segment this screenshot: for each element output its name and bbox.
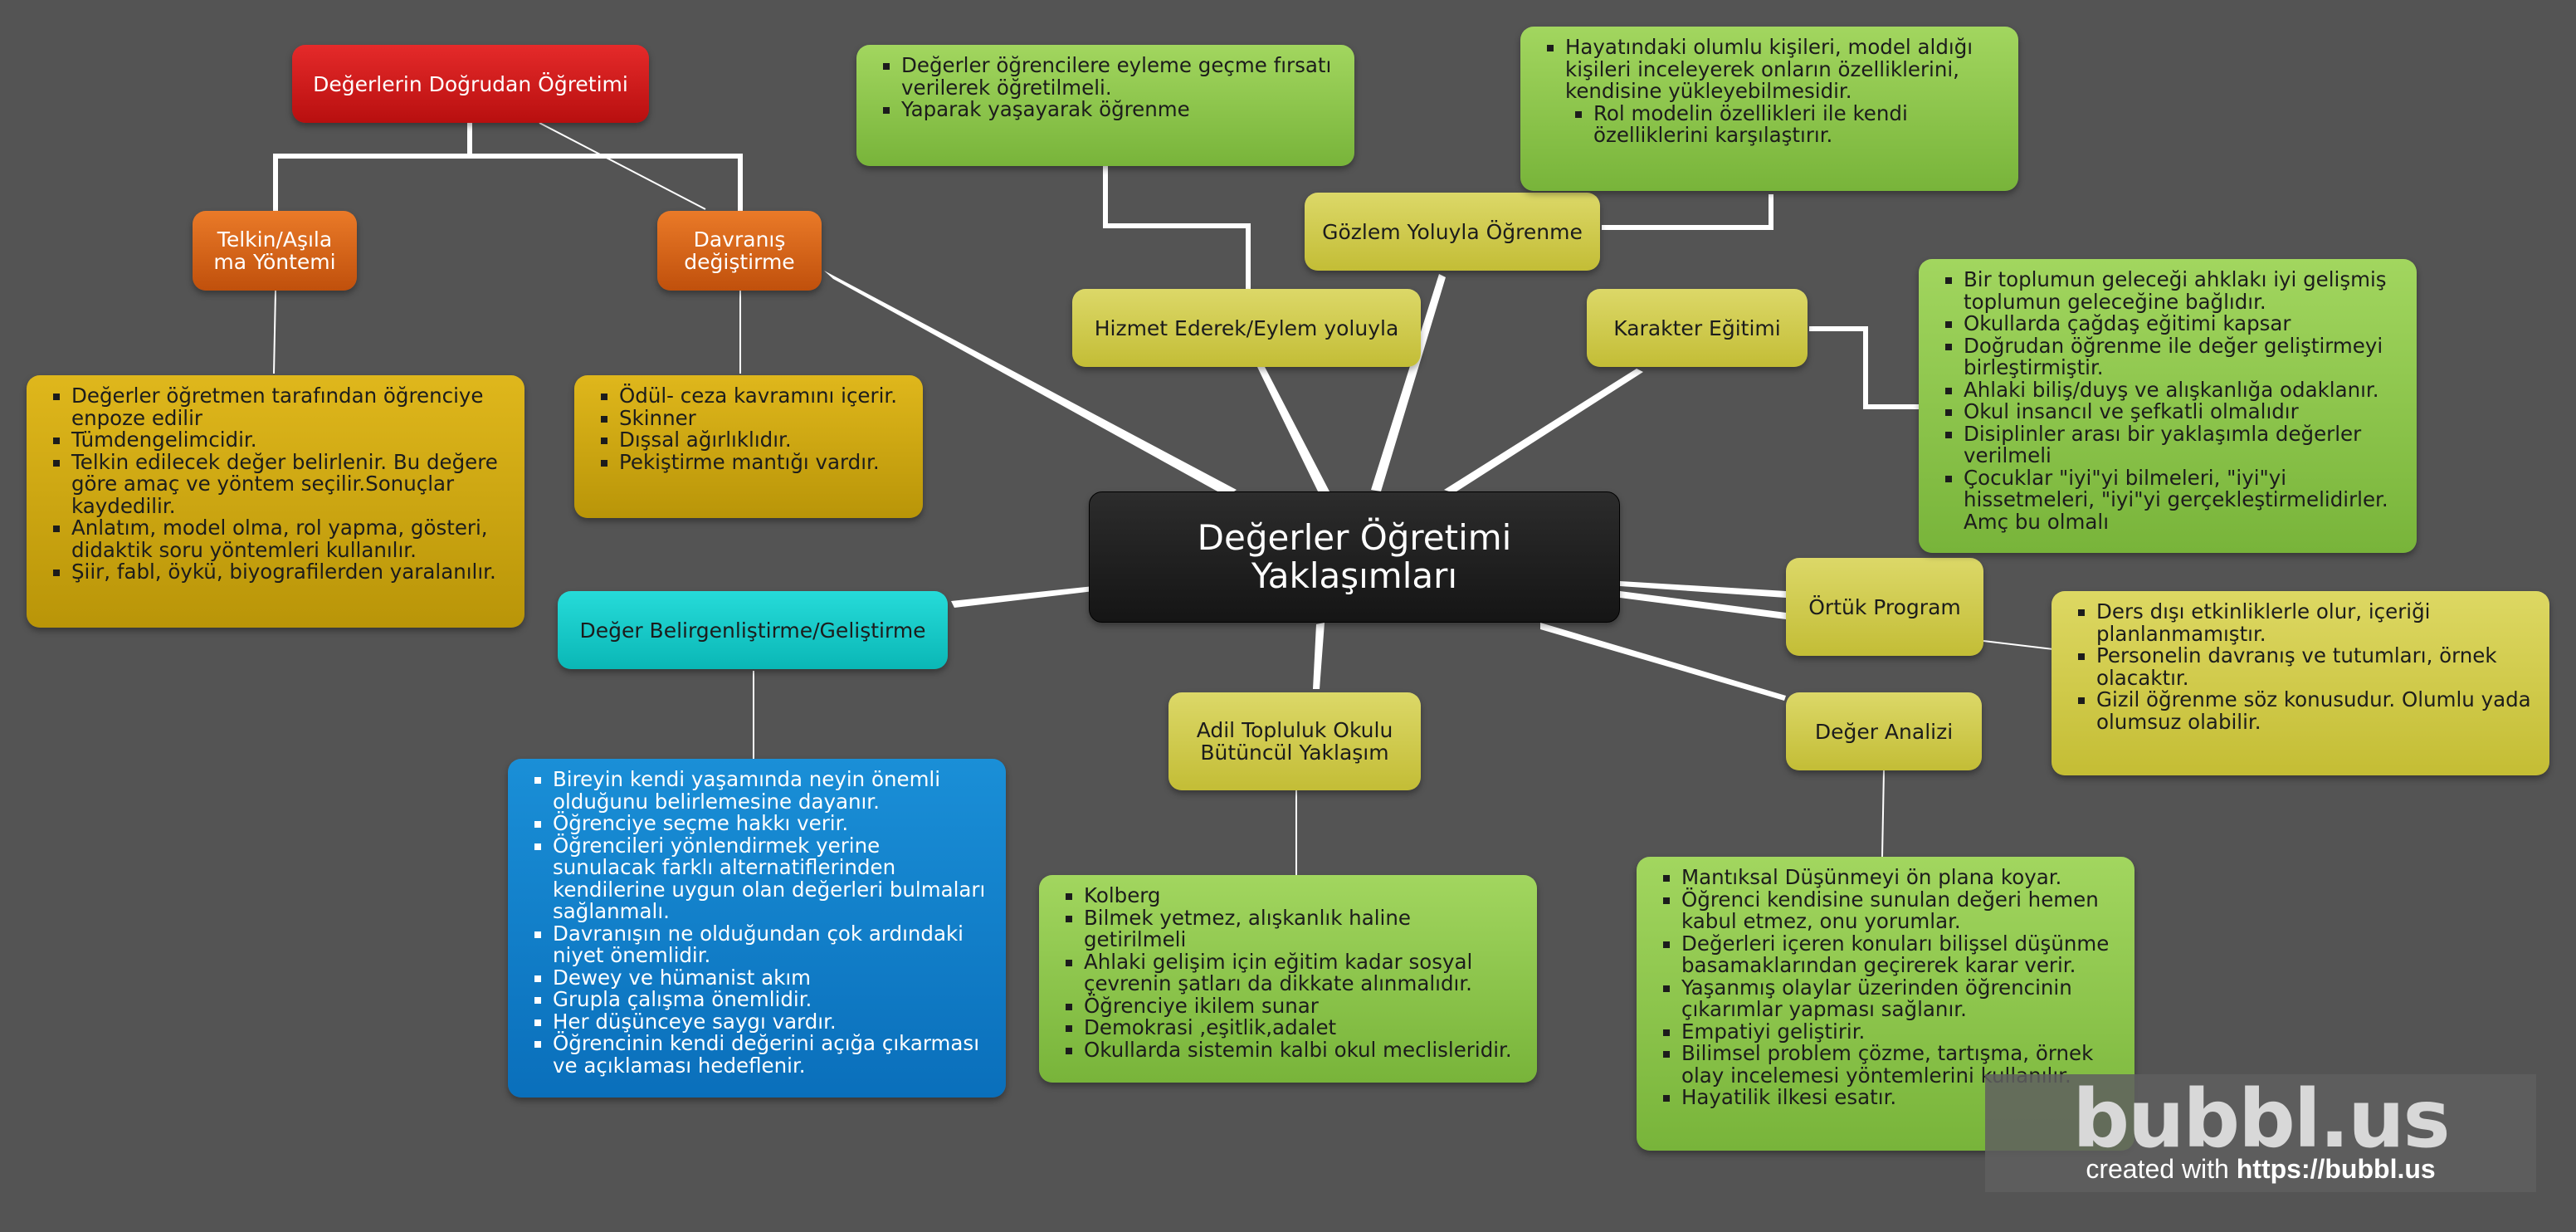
node-label: Telkin/Aşıla ma Yöntemi [213, 227, 336, 274]
list-item: Doğrudan öğrenme ile değer geliştirmeyi … [1964, 335, 2398, 379]
list-item: Dışsal ağırlıklıdır. [619, 428, 905, 452]
ortuk-notes-box[interactable]: Ders dışı etkinliklerle olur, içeriği pl… [2052, 591, 2549, 775]
list-item: Personelin davranış ve tutumları, örnek … [2096, 644, 2531, 689]
list-item: Okullarda sistemin kalbi okul meclisleri… [1084, 1039, 1519, 1062]
list-item: Dewey ve hümanist akım [553, 966, 988, 990]
list-item: Öğrenciye seçme hakkı verir. [553, 812, 988, 835]
list-item: Ahlaki gelişim için eğitim kadar sosyal … [1084, 951, 1519, 995]
belirginlestirme-notes-box[interactable]: Bireyin kendi yaşamında neyin önemli old… [508, 759, 1006, 1098]
list-item: Değerleri içeren konuları bilişsel düşün… [1681, 932, 2116, 977]
gozlem-sub-list: Rol modelin özellikleri ile kendi özelli… [1565, 102, 2000, 147]
list-item: Disiplinler arası bir yaklaşımla değerle… [1964, 423, 2398, 467]
karakter-notes-box[interactable]: Bir toplumun geleceği ahklakı iyi gelişm… [1919, 259, 2417, 553]
telkin-notes-box[interactable]: Değerler öğretmen tarafından öğrenciye e… [27, 375, 524, 628]
bubblus-logo: bubbl.us [2072, 1073, 2450, 1166]
node-dogrudan-ogretim[interactable]: Değerlerin Doğrudan Öğretimi [292, 45, 649, 123]
davranis-notes-box[interactable]: Ödül- ceza kavramını içerir. Skinner Dış… [574, 375, 923, 518]
list-item: Her düşünceye saygı vardır. [553, 1010, 988, 1034]
gozlem-notes-box[interactable]: Hayatındaki olumlu kişileri, model aldığ… [1520, 27, 2018, 191]
list-item: Öğrencileri yönlendirmek yerine sunulaca… [553, 834, 988, 923]
node-adil-topluluk[interactable]: Adil Topluluk Okulu Bütüncül Yaklaşım [1168, 692, 1421, 790]
list-item: Hayatındaki olumlu kişileri, model aldığ… [1565, 35, 2000, 147]
list-item: Mantıksal Düşünmeyi ön plana koyar. [1681, 866, 2116, 889]
node-label: Gözlem Yoluyla Öğrenme [1322, 219, 1583, 244]
list-item: Davranışın ne olduğundan çok ardındaki n… [553, 922, 988, 967]
node-label: Karakter Eğitimi [1613, 315, 1781, 340]
list-item: Gizil öğrenme söz konusudur. Olumlu yada… [2096, 688, 2531, 733]
telkin-notes-list: Değerler öğretmen tarafından öğrenciye e… [45, 384, 506, 584]
hizmet-notes-box[interactable]: Değerler öğrencilere eyleme geçme fırsat… [856, 45, 1354, 166]
list-item: Anlatım, model olma, rol yapma, gösteri,… [71, 516, 506, 561]
list-item: Bireyin kendi yaşamında neyin önemli old… [553, 768, 988, 813]
adil-notes-box[interactable]: Kolberg Bilmek yetmez, alışkanlık haline… [1039, 875, 1537, 1083]
davranis-notes-list: Ödül- ceza kavramını içerir. Skinner Dış… [593, 384, 905, 474]
list-item: Yaşanmış olaylar üzerinden öğrencinin çı… [1681, 976, 2116, 1021]
node-label: Adil Topluluk Okulu Bütüncül Yaklaşım [1196, 718, 1393, 765]
node-deger-belirginlestirme[interactable]: Değer Belirgenliştirme/Geliştirme [558, 591, 948, 669]
hizmet-notes-list: Değerler öğrencilere eyleme geçme fırsat… [875, 54, 1336, 121]
central-topic[interactable]: Değerler Öğretimi Yaklaşımları [1089, 491, 1620, 623]
node-karakter-egitimi[interactable]: Karakter Eğitimi [1587, 289, 1808, 367]
list-item: Öğrencinin kendi değerini açığa çıkarmas… [553, 1032, 988, 1077]
list-item: Ahlaki biliş/duyş ve alışkanlığa odaklan… [1964, 379, 2398, 402]
adil-notes-list: Kolberg Bilmek yetmez, alışkanlık haline… [1057, 884, 1519, 1062]
watermark-caption: created with https://bubbl.us [1985, 1154, 2536, 1185]
list-item: Ödül- ceza kavramını içerir. [619, 384, 905, 408]
list-item: Kolberg [1084, 884, 1519, 907]
node-telkin[interactable]: Telkin/Aşıla ma Yöntemi [193, 211, 357, 291]
list-item: Empatiyi geliştirir. [1681, 1020, 2116, 1044]
list-item: Öğrenci kendisine sunulan değeri hemen k… [1681, 888, 2116, 933]
node-gozlem[interactable]: Gözlem Yoluyla Öğrenme [1305, 193, 1600, 271]
list-item: Çocuklar "iyi"yi bilmeleri, "iyi"yi hiss… [1964, 467, 2398, 534]
analiz-notes-list: Mantıksal Düşünmeyi ön plana koyar. Öğre… [1655, 866, 2116, 1109]
node-label: Davranış değiştirme [684, 227, 795, 274]
node-deger-analizi[interactable]: Değer Analizi [1786, 692, 1982, 770]
list-item: Şiir, fabl, öykü, biyografilerden yarala… [71, 560, 506, 584]
bubblus-watermark[interactable]: bubbl.us created with https://bubbl.us [1985, 1074, 2536, 1192]
node-label: Değer Analizi [1814, 719, 1954, 744]
belirginlestirme-notes-list: Bireyin kendi yaşamında neyin önemli old… [526, 768, 988, 1077]
node-ortuk-program[interactable]: Örtük Program [1786, 558, 1983, 656]
watermark-url-link[interactable]: https://bubbl.us [2236, 1154, 2436, 1184]
node-label: Hizmet Ederek/Eylem yoluyla [1094, 315, 1399, 340]
list-item: Okullarda çağdaş eğitimi kapsar [1964, 312, 2398, 335]
ortuk-notes-list: Ders dışı etkinliklerle olur, içeriği pl… [2070, 600, 2531, 733]
watermark-prefix: created with [2086, 1154, 2237, 1184]
list-item: Bilmek yetmez, alışkanlık haline getiril… [1084, 907, 1519, 951]
node-davranis-degistirme[interactable]: Davranış değiştirme [657, 211, 822, 291]
node-label: Örtük Program [1808, 594, 1961, 619]
list-item: Okul insancıl ve şefkatli olmalıdır [1964, 400, 2398, 423]
list-item: Telkin edilecek değer belirlenir. Bu değ… [71, 451, 506, 518]
list-item: Hayatilik ilkesi esatır. [1681, 1086, 2116, 1109]
list-item: Bir toplumun geleceği ahklakı iyi gelişm… [1964, 268, 2398, 313]
node-hizmet-ederek[interactable]: Hizmet Ederek/Eylem yoluyla [1072, 289, 1421, 367]
list-item: Ders dışı etkinliklerle olur, içeriği pl… [2096, 600, 2531, 645]
list-item: Değerler öğretmen tarafından öğrenciye e… [71, 384, 506, 429]
list-item: Yaparak yaşayarak öğrenme [901, 98, 1336, 121]
central-topic-label: Değerler Öğretimi Yaklaşımları [1197, 517, 1512, 596]
list-item: Rol modelin özellikleri ile kendi özelli… [1593, 102, 2000, 147]
gozlem-notes-list: Hayatındaki olumlu kişileri, model aldığ… [1539, 35, 2000, 147]
gozlem-main-text: Hayatındaki olumlu kişileri, model aldığ… [1565, 35, 1973, 103]
list-item: Demokrasi ,eşitlik,adalet [1084, 1016, 1519, 1039]
karakter-notes-list: Bir toplumun geleceği ahklakı iyi gelişm… [1937, 268, 2398, 534]
list-item: Tümdengelimcidir. [71, 428, 506, 452]
list-item: Değerler öğrencilere eyleme geçme fırsat… [901, 54, 1336, 99]
node-label: Değer Belirgenliştirme/Geliştirme [579, 618, 926, 643]
list-item: Öğrenciye ikilem sunar [1084, 995, 1519, 1018]
node-label: Değerlerin Doğrudan Öğretimi [313, 71, 628, 96]
list-item: Grupla çalışma önemlidir. [553, 988, 988, 1011]
list-item: Skinner [619, 407, 905, 430]
list-item: Pekiştirme mantığı vardır. [619, 451, 905, 474]
